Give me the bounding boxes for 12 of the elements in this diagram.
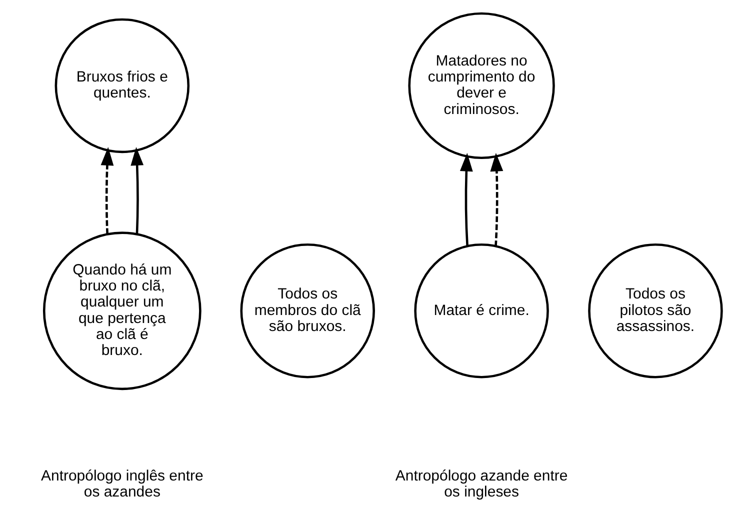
node-circle: Bruxos frios e quentes.	[54, 18, 190, 153]
label: Antropólogo inglês entre os azandes	[41, 467, 204, 500]
node-circle: Todos os pilotos são assassinos.	[588, 242, 723, 378]
arrow	[100, 146, 114, 234]
node-circle: Matadores no cumprimento do dever e criminosos.	[408, 12, 555, 159]
arrow	[130, 146, 144, 234]
arrow	[490, 152, 504, 246]
label: Antropólogo azande entre os ingleses	[395, 467, 568, 500]
node-circle: Quando há um bruxo no clã, qualquer um que pertença ao clã é bruxo.	[42, 231, 202, 390]
node-circle: Matar é crime.	[414, 242, 549, 378]
node-circle: Todos os membros do clã são bruxos.	[240, 242, 375, 378]
arrow	[460, 152, 473, 246]
